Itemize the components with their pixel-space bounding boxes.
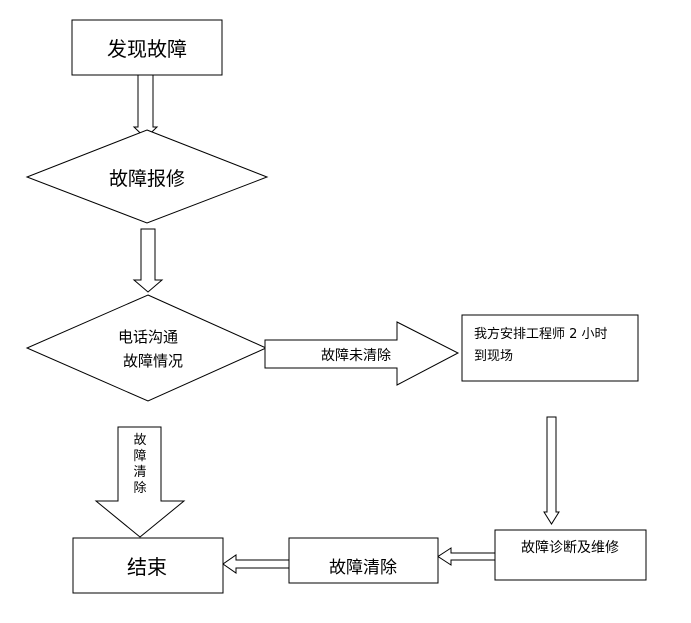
fault-cleared-label: 故障清除 (329, 558, 397, 578)
cleared-vertical-char-1: 故 (133, 433, 146, 448)
report-fault-label: 故障报修 (109, 168, 185, 190)
engineer-dispatch-label-line2: 到现场 (474, 349, 513, 364)
discover-fault-label: 发现故障 (107, 37, 187, 61)
diagnose-repair-label: 故障诊断及维修 (521, 540, 619, 556)
engineer-dispatch-box (461, 314, 639, 382)
down-arrow-1 (132, 74, 159, 139)
end-label: 结束 (127, 555, 167, 579)
phone-communication-label-line2: 故障情况 (123, 352, 183, 370)
down-arrow-2 (132, 228, 164, 293)
not-cleared-label: 故障未清除 (321, 348, 391, 364)
phone-communication-diamond (25, 294, 268, 402)
cleared-vertical-char-3: 清 (133, 465, 146, 480)
phone-communication-label-line1: 电话沟通 (118, 328, 178, 346)
discover-fault-box (71, 19, 223, 76)
cleared-vertical-char-2: 障 (133, 449, 146, 464)
left-arrow-2 (222, 554, 290, 574)
not-cleared-arrow (264, 321, 460, 386)
fault-cleared-box (288, 537, 439, 584)
cleared-vertical-char-4: 除 (133, 481, 146, 496)
engineer-dispatch-label-line1: 我方安排工程师 2 小时 (474, 326, 608, 342)
report-fault-diamond (25, 129, 269, 224)
end-box (72, 537, 224, 594)
down-arrow-3 (543, 416, 560, 525)
diagnose-repair-box (494, 529, 647, 581)
cleared-down-arrow (94, 426, 186, 538)
left-arrow-1 (437, 547, 496, 566)
